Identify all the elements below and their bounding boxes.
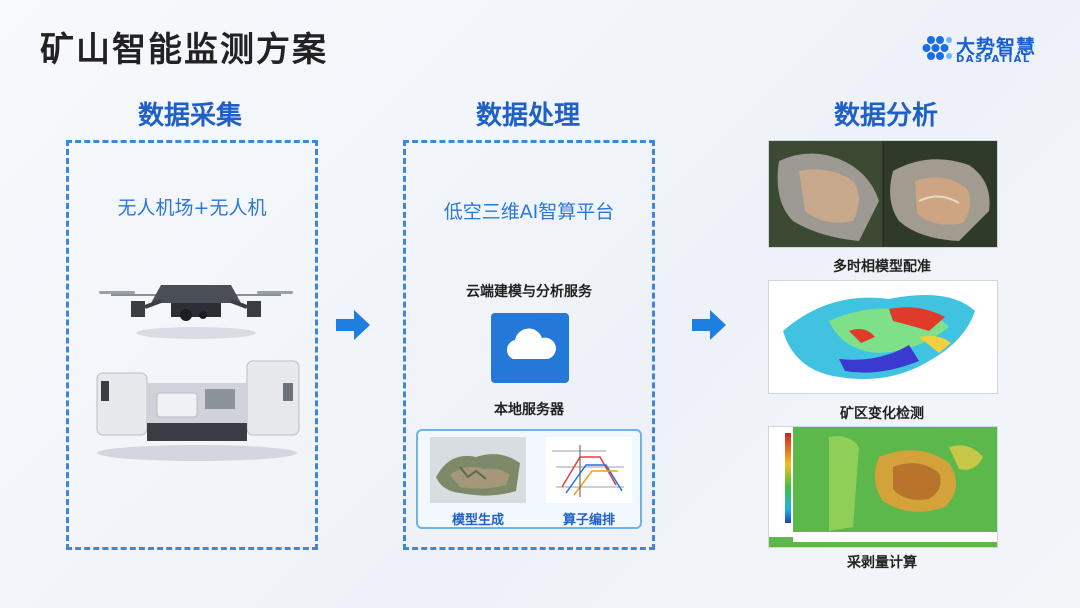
logo-en-text: DASPATIAL — [956, 54, 1031, 65]
operator-orchestration-image — [546, 437, 632, 503]
hexagon-logo-icon — [922, 36, 952, 60]
logo-cn-text: 大势智慧 — [956, 36, 1037, 58]
heading-data-collection: 数据采集 — [137, 101, 242, 131]
stripping-volume-image — [768, 426, 998, 548]
multi-temporal-registration-image — [768, 140, 998, 248]
change-detection-image — [768, 280, 998, 394]
data-collection-box: 无人机场+无人机 — [66, 140, 318, 550]
drone-image — [99, 285, 293, 339]
cloud-icon — [491, 313, 569, 383]
arrow-right-icon — [692, 310, 726, 340]
local-server-panel: 模型生成 算子编排 — [416, 429, 642, 529]
arrow-right-icon — [336, 310, 370, 340]
operator-orchestration-label: 算子编排 — [562, 513, 615, 528]
drone-dock-image — [96, 360, 300, 461]
platform-subtitle: 低空三维AI智算平台 — [443, 201, 615, 223]
change-detection-caption: 矿区变化检测 — [840, 406, 924, 422]
cloud-service-label: 云端建模与分析服务 — [466, 284, 592, 300]
page-title: 矿山智能监测方案 — [40, 30, 328, 70]
data-processing-box: 低空三维AI智算平台 云端建模与分析服务 本地服务器 模型生成 算子编排 — [403, 140, 655, 550]
heading-data-analysis: 数据分析 — [833, 101, 938, 131]
multi-temporal-registration-caption: 多时相模型配准 — [833, 259, 931, 275]
model-generation-image — [430, 437, 526, 503]
local-server-label: 本地服务器 — [494, 402, 564, 418]
drone-dock-subtitle: 无人机场+无人机 — [117, 197, 267, 219]
heading-data-processing: 数据处理 — [475, 101, 580, 131]
model-generation-label: 模型生成 — [451, 513, 504, 528]
company-logo: 大势智慧 DASPATIAL — [920, 30, 1052, 70]
stripping-volume-caption: 采剥量计算 — [847, 555, 917, 571]
